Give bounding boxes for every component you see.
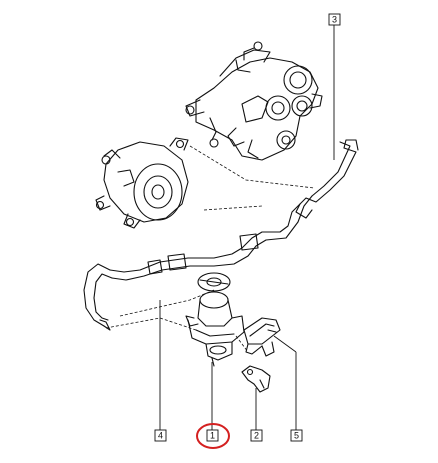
- mounting-bracket: [241, 365, 271, 393]
- callout-2: 2: [250, 429, 263, 442]
- vacuum-hose: [83, 139, 359, 331]
- callout-4: 4: [154, 429, 167, 442]
- callout-label-2: 2: [254, 431, 259, 441]
- engine-mount-actuator: [185, 291, 245, 367]
- leader-line-5a: [273, 335, 297, 353]
- callout-label-4: 4: [158, 431, 163, 441]
- callout-label-3: 3: [332, 15, 337, 25]
- grommet: [197, 272, 231, 292]
- callout-5: 5: [290, 429, 303, 442]
- callout-label-5: 5: [294, 431, 299, 441]
- support-clip: [243, 317, 281, 357]
- callout-label-1: 1: [210, 431, 215, 441]
- highlight-circle: [196, 423, 230, 449]
- pump-pulley-assembly: [95, 137, 189, 229]
- vacuum-pump-assembly: [185, 41, 323, 161]
- callout-1: 1: [196, 423, 230, 449]
- callout-3: 3: [328, 13, 341, 26]
